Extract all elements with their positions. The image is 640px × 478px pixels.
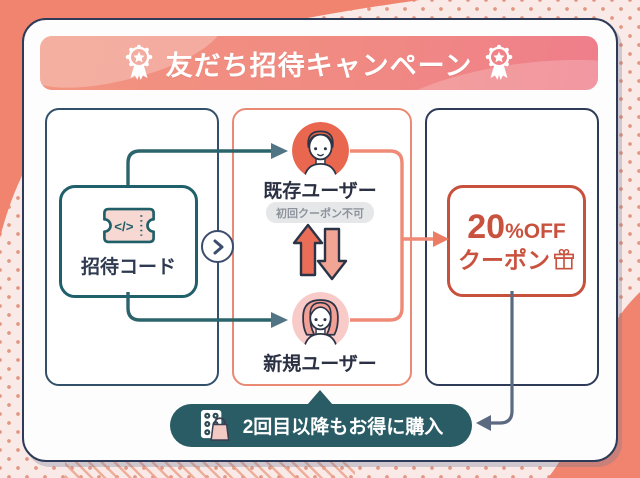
coupon-box: 20 %OFF クーポン bbox=[447, 185, 586, 297]
new-user-label: 新規ユーザー bbox=[263, 354, 377, 375]
existing-user-avatar bbox=[292, 122, 349, 184]
coupon-amount: 20 bbox=[467, 208, 506, 247]
coupon-suffix: %OFF bbox=[505, 220, 566, 244]
invite-code-label: 招待コード bbox=[80, 256, 176, 278]
purchase-icon bbox=[200, 409, 230, 441]
campaign-banner: 友だち招待キャンペーン bbox=[40, 36, 598, 90]
first-coupon-not-allowed-note: 初回クーポン不可 bbox=[266, 202, 374, 223]
svg-text:</>: </> bbox=[114, 219, 133, 234]
stripes-pattern bbox=[65, 459, 355, 478]
users-exchange bbox=[292, 223, 348, 286]
chevron-right-icon bbox=[213, 239, 223, 254]
shopping-bag-icon bbox=[210, 417, 230, 441]
code-ticket-icon: </> bbox=[102, 207, 155, 243]
benefit-badge-notch bbox=[307, 390, 333, 405]
medal-icon bbox=[125, 44, 152, 80]
benefit-label: 2回目以降もお得に購入 bbox=[242, 417, 444, 438]
coupon-label: クーポン bbox=[458, 246, 550, 273]
existing-user-label: 既存ユーザー bbox=[263, 181, 377, 202]
new-user-avatar bbox=[292, 292, 349, 354]
coupon-discount: 20 %OFF bbox=[467, 208, 566, 247]
swap-arrows-icon bbox=[292, 223, 348, 281]
gift-icon bbox=[554, 249, 574, 270]
man-avatar-icon bbox=[292, 122, 349, 179]
coupon-label-row: クーポン bbox=[458, 248, 575, 272]
existing-user-note-wrap: 初回クーポン不可 bbox=[232, 202, 408, 223]
campaign-title: 友だち招待キャンペーン bbox=[165, 50, 473, 81]
benefit-badge: 2回目以降もお得に購入 bbox=[170, 404, 472, 447]
step-chevron-badge bbox=[201, 230, 234, 263]
invite-code-box: </> 招待コード bbox=[59, 185, 198, 298]
medal-icon bbox=[486, 44, 513, 80]
woman-avatar-icon bbox=[292, 292, 349, 349]
